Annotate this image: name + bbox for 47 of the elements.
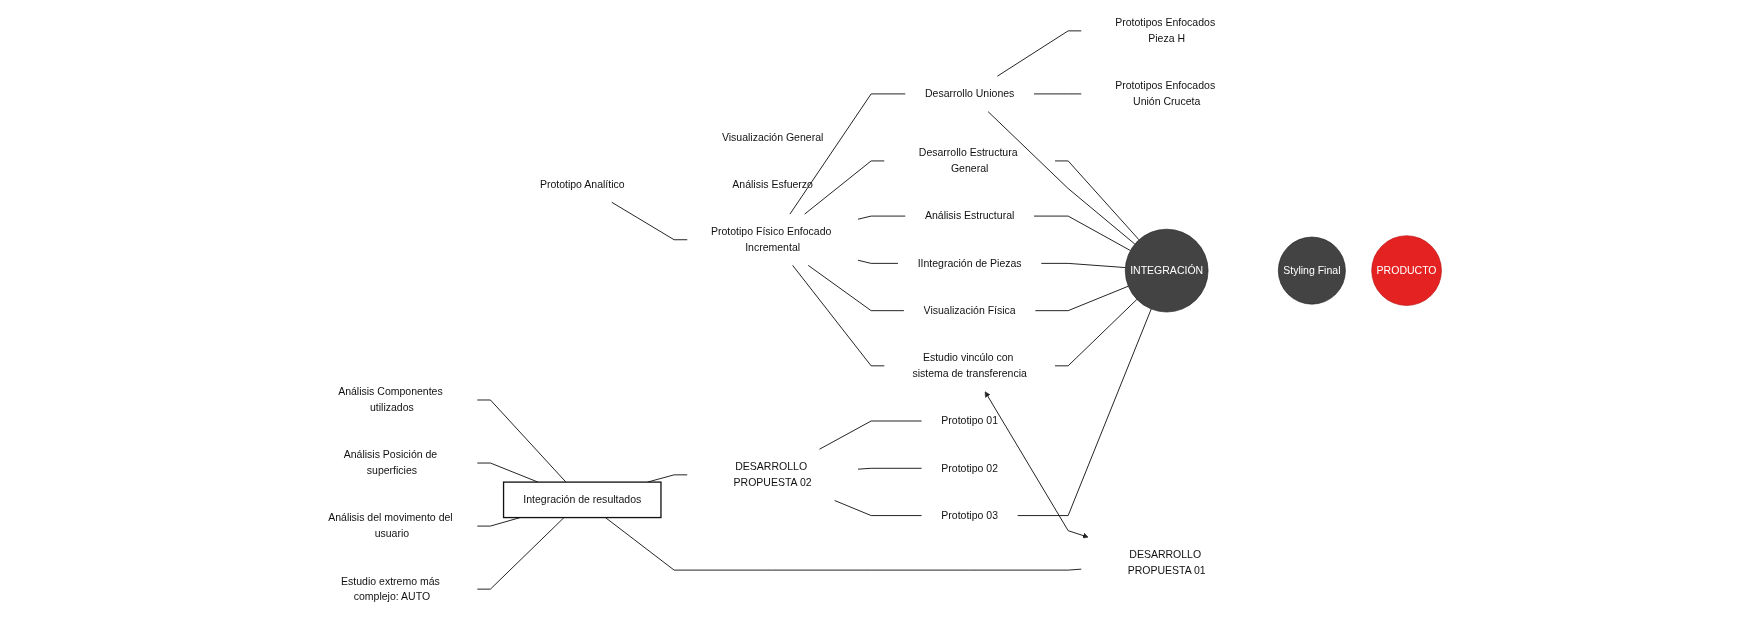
node-text: Prototipos Enfocados Pieza H (1115, 17, 1216, 44)
connector (857, 215, 906, 220)
connector (1040, 262, 1126, 269)
node-text: Análisis del movimento del usuario (328, 512, 453, 540)
connector (792, 264, 885, 367)
node-text: Desarrollo Estructura General (918, 147, 1018, 175)
node-text: Prototipo Físico Enfocado Incremental (710, 225, 832, 253)
node-label: Visualización General (721, 131, 824, 143)
node-box: Integración de resultados (502, 481, 662, 519)
node-circle: INTEGRACIÓN (1124, 228, 1209, 313)
node-label: Análisis Esfuerzo (732, 178, 813, 190)
connector (1033, 215, 1131, 252)
connector (1017, 308, 1152, 517)
node-text: Análisis Posición de superficies (343, 449, 438, 477)
connector (1054, 160, 1140, 241)
connector (476, 517, 565, 590)
connector (789, 93, 906, 215)
node-text: Análisis Componentes utilizados (338, 386, 443, 414)
node-circle: Styling Final (1278, 236, 1346, 305)
connector (857, 259, 899, 264)
node-text: Prototipo Analítico (539, 178, 625, 190)
node-text: Visualización Física (923, 304, 1016, 316)
node-text: DESARROLLO PROPUESTA 02 (733, 461, 812, 488)
connector (476, 462, 539, 483)
node-text: IIntegración de Piezas (917, 257, 1022, 269)
node-circle: PRODUCTO (1371, 235, 1442, 306)
connector (476, 399, 567, 483)
connector (818, 420, 923, 450)
connector (857, 467, 923, 470)
node-text: Desarrollo Uniones (924, 88, 1015, 100)
node-text: Análisis Estructural (924, 210, 1015, 222)
node-text: Estudio vincúlo con sistema de transferencia (912, 352, 1027, 379)
connector (611, 201, 688, 241)
node-text: DESARROLLO PROPUESTA 01 (1127, 549, 1206, 576)
connector (987, 111, 1136, 245)
connector (807, 264, 905, 312)
node-text: Prototipo 03 (941, 509, 998, 521)
connector (1054, 298, 1138, 367)
node-text: Prototipo 01 (941, 415, 998, 427)
node-text: Prototipos Enfocados Unión Cruceta (1115, 80, 1216, 108)
connector (996, 30, 1082, 77)
connector (804, 160, 885, 215)
connector (834, 499, 923, 517)
connector (604, 517, 1082, 571)
node-text: Estudio extremo más complejo: AUTO (341, 575, 440, 603)
node-text: Prototipo 02 (941, 462, 998, 474)
connector (1034, 285, 1129, 312)
